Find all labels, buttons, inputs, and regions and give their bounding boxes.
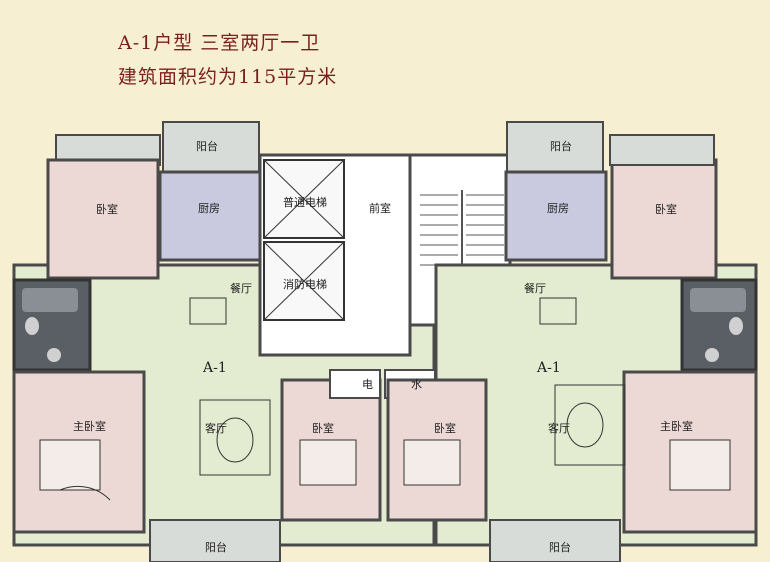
- sink-right: [705, 348, 719, 362]
- label-dining-left: 餐厅: [230, 281, 252, 295]
- electric-shaft: [329, 369, 381, 399]
- toilet-right: [729, 317, 743, 335]
- dining-table-right: [539, 297, 577, 325]
- bed-center-left: [299, 439, 357, 486]
- kitchen-balcony-left: [162, 121, 260, 173]
- plan-title: A-1户型 三室两厅一卫: [118, 32, 321, 54]
- coffee-table-left: [216, 417, 254, 463]
- label-front-hall: 前室: [369, 201, 391, 215]
- label-elevator-passenger: 普通电梯: [283, 195, 327, 209]
- bathtub-left: [22, 288, 78, 312]
- door-arc-master-left: [59, 485, 111, 501]
- label-bedroom-center-left: 卧室: [312, 421, 334, 435]
- bathtub-right: [690, 288, 746, 312]
- coffee-table-right: [566, 402, 604, 448]
- label-bedroom-nw: 卧室: [96, 202, 118, 216]
- label-elevator-fire: 消防电梯: [283, 277, 327, 291]
- label-kitchen-right: 厨房: [547, 202, 569, 215]
- kitchen-right: [504, 170, 608, 262]
- label-balcony-bottom-left: 阳台: [205, 540, 227, 554]
- label-living-left: 客厅: [205, 421, 227, 435]
- bed-master-right: [669, 439, 731, 491]
- bottom-balcony-left: [149, 519, 281, 562]
- plan-subtitle: 建筑面积约为115平方米: [118, 66, 338, 88]
- bed-center-right: [403, 439, 461, 486]
- kitchen-left: [158, 170, 262, 262]
- label-living-right: 客厅: [548, 421, 570, 435]
- label-balcony-top-left: 阳台: [196, 139, 218, 153]
- label-kitchen-left: 厨房: [198, 202, 220, 215]
- right-top-balcony-strip: [609, 134, 715, 166]
- sofa-right: [554, 384, 626, 466]
- stair-treads: [420, 190, 504, 275]
- bedroom-ne: [610, 158, 718, 280]
- label-bedroom-ne: 卧室: [655, 202, 677, 216]
- label-dining-right: 餐厅: [524, 281, 546, 295]
- label-bedroom-center-right: 卧室: [434, 421, 456, 435]
- sink-left: [47, 348, 61, 362]
- bottom-balcony-right: [489, 519, 621, 562]
- label-balcony-top-right: 阳台: [550, 139, 572, 153]
- label-utility-water: 水: [411, 378, 422, 391]
- dining-table-left: [189, 297, 227, 325]
- label-unit-left: A-1: [202, 360, 227, 376]
- kitchen-balcony-right: [506, 121, 604, 173]
- toilet-left: [25, 317, 39, 335]
- label-master-left: 主卧室: [73, 419, 106, 433]
- bedroom-nw: [46, 158, 160, 280]
- label-utility-elec: 电: [362, 378, 373, 391]
- sofa-left: [199, 399, 271, 476]
- label-master-right: 主卧室: [660, 419, 693, 433]
- right-unit: [386, 121, 758, 562]
- core: [258, 153, 512, 399]
- label-balcony-bottom-right: 阳台: [549, 540, 571, 554]
- bed-master-left: [39, 439, 101, 491]
- label-unit-right: A-1: [536, 360, 561, 376]
